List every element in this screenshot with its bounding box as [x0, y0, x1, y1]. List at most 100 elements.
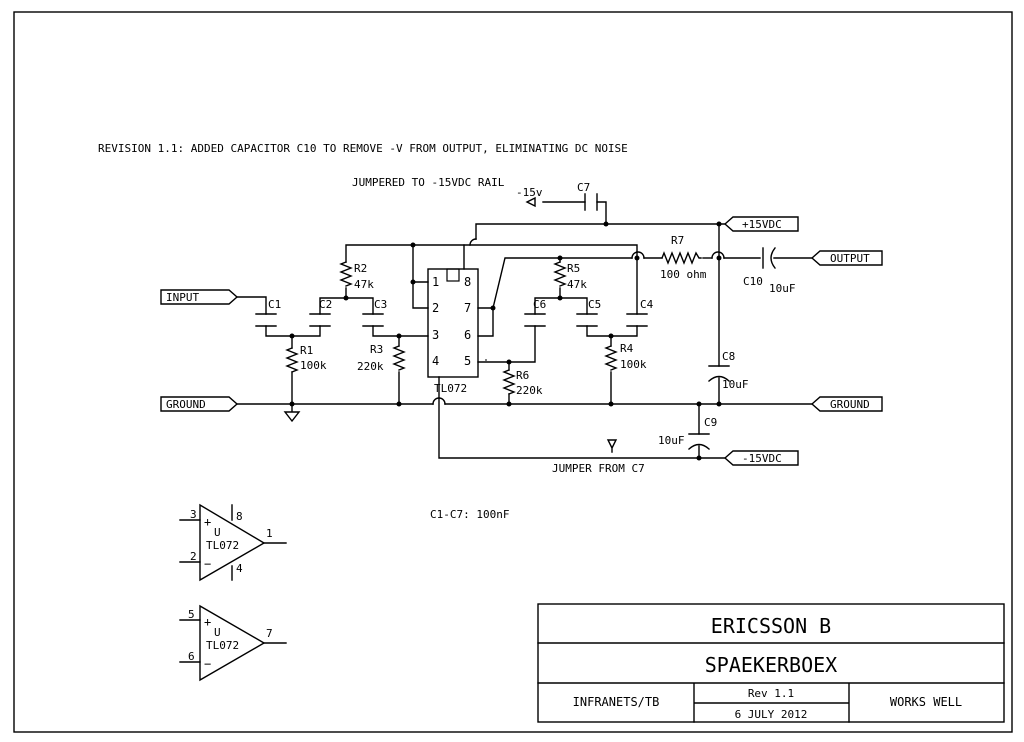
- svg-text:R6: R6: [516, 369, 529, 382]
- capacitor-c9: C9 10uF: [658, 416, 717, 450]
- port-output: OUTPUT: [810, 250, 883, 266]
- svg-text:U: U: [214, 626, 221, 639]
- svg-text:TL072: TL072: [206, 639, 239, 652]
- svg-text:8: 8: [464, 275, 471, 289]
- opamp-b-symbol: 5 6 7 + − U TL072: [179, 604, 287, 682]
- svg-text:6: 6: [464, 328, 471, 342]
- capacitor-c7: C7 -15v: [516, 181, 598, 211]
- svg-text:R5: R5: [567, 262, 580, 275]
- port-ground-left: GROUND: [160, 396, 239, 412]
- svg-text:C5: C5: [588, 298, 601, 311]
- capacitor-c5: C5: [576, 298, 601, 327]
- svg-text:100k: 100k: [620, 358, 647, 371]
- svg-text:3: 3: [190, 508, 197, 521]
- svg-text:4: 4: [432, 354, 439, 368]
- junction-dots: [289, 221, 722, 461]
- svg-text:C1: C1: [268, 298, 281, 311]
- date-label: 6 JULY 2012: [735, 708, 808, 721]
- port-ground-right: GROUND: [810, 396, 883, 412]
- svg-text:TL072: TL072: [206, 539, 239, 552]
- port-input: INPUT: [160, 289, 239, 305]
- port-minus15vdc: -15VDC: [723, 450, 799, 466]
- svg-text:4: 4: [236, 562, 243, 575]
- jumpered-note: JUMPERED TO -15VDC RAIL: [352, 176, 505, 189]
- svg-text:+: +: [204, 515, 211, 529]
- resistor-r5: R5 47k: [553, 261, 587, 291]
- svg-text:−: −: [204, 557, 211, 571]
- cap-values-note: C1-C7: 100nF: [430, 508, 509, 521]
- svg-text:1: 1: [266, 527, 273, 540]
- svg-text:100 ohm: 100 ohm: [660, 268, 707, 281]
- capacitor-c10: C10 10uF: [743, 247, 796, 295]
- svg-text:-15VDC: -15VDC: [742, 452, 782, 465]
- svg-text:47k: 47k: [567, 278, 587, 291]
- capacitor-c4: C4: [626, 298, 654, 327]
- capacitor-c3: C3: [362, 298, 387, 327]
- svg-text:C2: C2: [319, 298, 332, 311]
- resistor-r6: R6 220k: [502, 369, 543, 397]
- svg-text:GROUND: GROUND: [166, 398, 206, 411]
- resistor-r3: R3 220k: [357, 343, 406, 373]
- svg-text:2: 2: [190, 550, 197, 563]
- svg-text:10uF: 10uF: [658, 434, 685, 447]
- svg-text:C9: C9: [704, 416, 717, 429]
- port-plus15vdc: +15VDC: [723, 216, 799, 232]
- svg-text:1: 1: [432, 275, 439, 289]
- svg-text:8: 8: [236, 510, 243, 523]
- svg-text:−: −: [204, 657, 211, 671]
- capacitor-c6: C6: [524, 298, 546, 327]
- ic-tl072: 1 2 3 4 5 6 7 8 TL072: [427, 268, 479, 395]
- svg-text:47k: 47k: [354, 278, 374, 291]
- svg-text:220k: 220k: [516, 384, 543, 397]
- title-secondary: SPAEKERBOEX: [705, 653, 837, 677]
- svg-text:INPUT: INPUT: [166, 291, 199, 304]
- svg-text:C10: C10: [743, 275, 763, 288]
- svg-text:100k: 100k: [300, 359, 327, 372]
- resistor-r2: R2 47k: [339, 261, 374, 291]
- title-block: ERICSSON B SPAEKERBOEX INFRANETS/TB Rev …: [537, 603, 1005, 723]
- status-label: WORKS WELL: [890, 695, 962, 709]
- opamp-a-symbol: 3 2 1 8 4 + − U TL072: [179, 503, 287, 582]
- svg-text:OUTPUT: OUTPUT: [830, 252, 870, 265]
- svg-text:R1: R1: [300, 344, 313, 357]
- svg-text:C7: C7: [577, 181, 590, 194]
- svg-text:C6: C6: [533, 298, 546, 311]
- svg-text:2: 2: [432, 301, 439, 315]
- capacitor-c1: C1: [255, 298, 281, 327]
- svg-text:7: 7: [266, 627, 273, 640]
- svg-text:R4: R4: [620, 342, 634, 355]
- svg-text:5: 5: [188, 608, 195, 621]
- capacitor-c8: C8 10uF: [708, 350, 749, 391]
- sheet-border: [13, 11, 1013, 733]
- svg-text:3: 3: [432, 328, 439, 342]
- svg-text:7: 7: [464, 301, 471, 315]
- svg-text:C3: C3: [374, 298, 387, 311]
- svg-text:U: U: [214, 526, 221, 539]
- svg-text:5: 5: [464, 354, 471, 368]
- svg-text:R2: R2: [354, 262, 367, 275]
- svg-text:+15VDC: +15VDC: [742, 218, 782, 231]
- svg-text:GROUND: GROUND: [830, 398, 870, 411]
- capacitor-c2: C2: [309, 298, 332, 327]
- svg-text:R3: R3: [370, 343, 383, 356]
- svg-text:C4: C4: [640, 298, 654, 311]
- revision-label: Rev 1.1: [748, 687, 794, 700]
- resistor-r4: R4 100k: [604, 342, 647, 371]
- svg-text:6: 6: [188, 650, 195, 663]
- jumper-note: JUMPER FROM C7: [552, 462, 645, 475]
- svg-text:C8: C8: [722, 350, 735, 363]
- svg-text:R7: R7: [671, 234, 684, 247]
- resistor-r1: R1 100k: [285, 344, 327, 373]
- title-primary: ERICSSON B: [711, 614, 831, 638]
- svg-text:10uF: 10uF: [722, 378, 749, 391]
- rail-label: -15v: [516, 186, 543, 199]
- resistor-r7: R7 100 ohm: [660, 234, 707, 281]
- svg-text:10uF: 10uF: [769, 282, 796, 295]
- wires: [236, 196, 813, 459]
- ic-label: TL072: [434, 382, 467, 395]
- svg-text:+: +: [204, 615, 211, 629]
- svg-text:220k: 220k: [357, 360, 384, 373]
- author-label: INFRANETS/TB: [573, 695, 660, 709]
- revision-note: REVISION 1.1: ADDED CAPACITOR C10 TO REM…: [98, 142, 628, 155]
